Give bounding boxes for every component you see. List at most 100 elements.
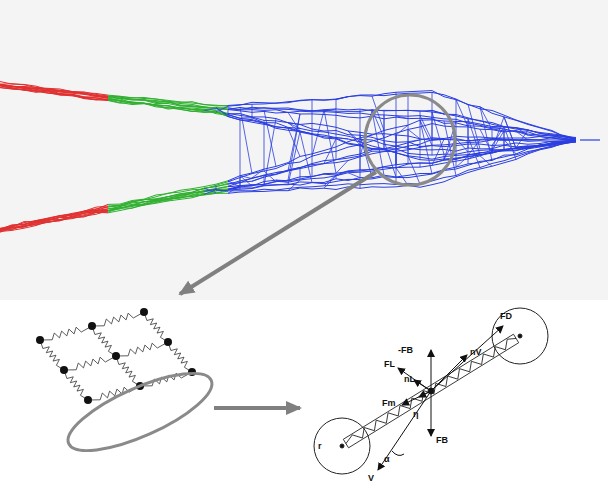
fiber [264,190,276,192]
fiber [504,148,516,150]
fiber [120,205,132,209]
cross-link [240,107,252,173]
fiber [132,99,144,100]
spring [116,342,168,356]
cross-link [504,129,505,151]
fiber [144,97,156,99]
fiber [504,139,516,141]
fiber [504,140,516,141]
fiber [120,207,132,208]
vector-label: r [318,442,322,451]
fiber [96,96,108,97]
fiber [192,110,204,112]
fiber [72,95,84,99]
fiber [552,134,564,136]
fiber [132,102,144,104]
zoom-circle [365,95,455,185]
fiber [540,147,552,149]
fiber [420,163,432,164]
cross-link [468,123,469,164]
fiber [180,102,192,103]
fiber [240,191,252,192]
zoom-arrow [180,172,376,294]
fiber [312,174,324,177]
cross-link [288,168,300,171]
fiber [264,124,276,126]
fiber [324,110,336,112]
fiber [396,110,408,111]
cross-link [216,190,228,192]
fiber [300,164,312,168]
fiber [216,191,228,193]
fiber [312,183,324,184]
cross-link [336,97,348,100]
fiber [24,88,36,91]
fiber [12,224,24,225]
vector-label: FD [500,312,512,321]
fiber [288,111,300,112]
fiber [156,197,168,199]
fiber [396,153,408,157]
fiber [288,109,300,111]
fiber [96,210,108,211]
fiber [132,200,144,202]
cross-link [384,115,385,149]
fiber [420,173,432,174]
fiber [24,89,36,91]
fiber [216,186,228,188]
fiber [312,129,324,131]
fiber [144,199,156,203]
fiber [432,124,444,127]
fiber [444,95,456,99]
fiber [48,93,60,95]
fiber [480,144,492,145]
fiber [420,110,432,112]
cross-link [324,175,336,186]
fiber [528,137,540,139]
fiber [180,193,192,197]
fiber [96,209,108,212]
fiber [240,102,252,105]
fiber [240,185,252,186]
fiber [36,86,48,89]
fiber [156,193,168,197]
fiber [408,140,420,143]
fiber [324,99,336,101]
fiber [12,86,24,88]
fiber [300,125,312,129]
fiber [384,114,396,116]
fiber [312,174,324,176]
fiber [168,102,180,105]
fiber [12,86,24,87]
fiber [456,136,468,138]
fiber [300,100,312,101]
cross-link [300,131,312,134]
fiber [420,111,432,112]
fiber [468,168,480,171]
fiber [492,155,504,160]
fiber [432,92,444,94]
fiber [84,94,96,96]
fiber [264,108,276,109]
cross-link [420,111,421,160]
fiber [336,97,348,100]
cross-link [480,107,492,161]
fiber [300,111,312,113]
fiber [12,88,24,90]
fiber [168,195,180,200]
fiber [276,180,288,182]
fiber [24,221,36,225]
fiber [384,128,396,131]
fiber [540,139,552,140]
fiber [432,120,444,121]
fiber [324,138,336,140]
fiber [180,101,192,103]
fiber [432,137,444,139]
fiber [24,88,36,89]
fiber [540,137,552,139]
fiber [48,91,60,95]
fiber [12,84,24,85]
fiber [456,142,468,143]
fiber [108,95,120,96]
fiber [396,110,408,111]
